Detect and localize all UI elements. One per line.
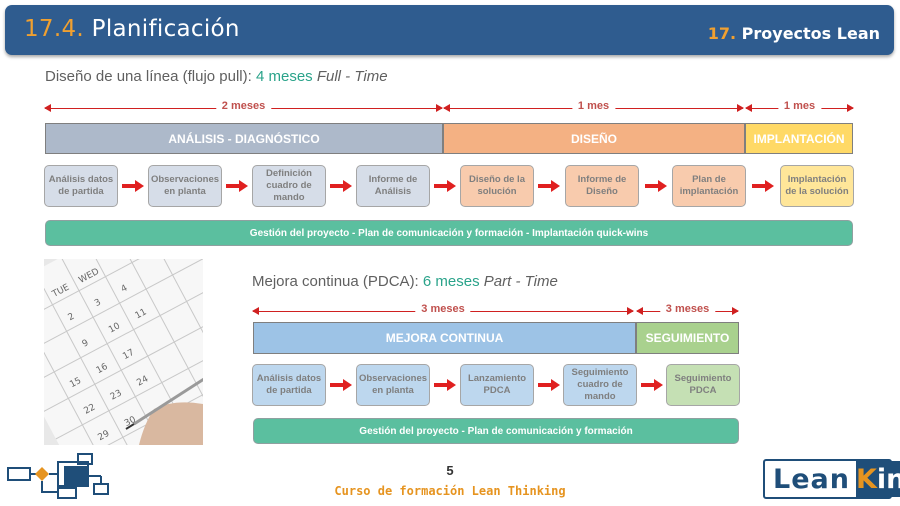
arrow-right-icon xyxy=(645,180,667,192)
section-title: 17.4. Planificación xyxy=(24,16,240,42)
arrow-right-icon xyxy=(538,180,560,192)
span-label: 1 mes xyxy=(571,100,616,112)
step-data-analysis: Análisis datos de partida xyxy=(252,364,326,406)
chapter-title-text: Proyectos Lean xyxy=(741,24,880,43)
phase-continuous-improvement: MEJORA CONTINUA xyxy=(253,322,636,354)
svg-text:24: 24 xyxy=(135,374,150,388)
phase-implementation: IMPLANTACIÓN xyxy=(745,123,853,154)
arrow-right-icon xyxy=(434,379,456,391)
svg-text:17: 17 xyxy=(121,348,136,362)
svg-text:15: 15 xyxy=(68,376,83,390)
arrow-right-icon xyxy=(330,379,352,391)
svg-text:10: 10 xyxy=(107,321,122,335)
step-plant-observations: Observaciones en planta xyxy=(356,364,430,406)
line-design-mode: Full - Time xyxy=(316,68,388,85)
logo-in: in xyxy=(876,463,900,495)
span-improvement: 3 meses xyxy=(252,303,634,316)
arrow-right-icon xyxy=(434,180,456,192)
svg-text:22: 22 xyxy=(82,402,97,416)
step-plant-observations: Observaciones en planta xyxy=(148,165,222,207)
span-label: 1 mes xyxy=(777,100,822,112)
span-analysis: 2 meses xyxy=(44,100,443,113)
phase-followup: SEGUIMIENTO xyxy=(636,322,739,354)
step-implementation-plan: Plan de implantación xyxy=(672,165,746,207)
span-label: 2 meses xyxy=(215,100,272,112)
logo-k: K xyxy=(855,463,877,495)
arrow-right-icon xyxy=(122,180,144,192)
span-label: 3 meses xyxy=(415,303,471,315)
svg-text:23: 23 xyxy=(109,388,124,402)
step-dashboard-definition: Definición cuadro de mando xyxy=(252,165,326,207)
step-analysis-report: Informe de Análisis xyxy=(356,165,430,207)
course-title: Curso de formación Lean Thinking xyxy=(334,484,566,498)
step-dashboard-followup: Seguimiento cuadro de mando xyxy=(563,364,637,406)
logo-lean: Lean xyxy=(773,463,850,495)
arrow-right-icon xyxy=(226,180,248,192)
phase-analysis: ANÁLISIS - DIAGNÓSTICO xyxy=(45,123,443,154)
span-design: 1 mes xyxy=(443,100,744,113)
line-design-subtitle: Diseño de una línea (flujo pull): 4 mese… xyxy=(45,68,388,85)
pdca-duration: 6 meses xyxy=(422,273,480,290)
step-solution-implementation: Implantación de la solución xyxy=(780,165,854,207)
span-followup: 3 meses xyxy=(636,303,739,316)
line-design-duration: 4 meses xyxy=(255,68,313,85)
step-design-report: Informe de Diseño xyxy=(565,165,639,207)
chapter-number: 17. xyxy=(707,24,737,43)
phase-design: DISEÑO xyxy=(443,123,745,154)
svg-text:30: 30 xyxy=(123,415,138,429)
arrow-right-icon xyxy=(641,379,663,391)
header-bar: 17.4. Planificación 17. Proyectos Lean xyxy=(5,5,894,55)
span-label: 3 meses xyxy=(659,303,716,315)
svg-text:29: 29 xyxy=(96,429,111,443)
svg-text:2: 2 xyxy=(67,312,77,324)
svg-text:3: 3 xyxy=(93,298,103,310)
step-solution-design: Diseño de la solución xyxy=(460,165,534,207)
svg-text:11: 11 xyxy=(134,307,149,321)
management-bar-pdca: Gestión del proyecto - Plan de comunicac… xyxy=(253,418,739,444)
svg-text:9: 9 xyxy=(81,338,91,350)
management-bar-line: Gestión del proyecto - Plan de comunicac… xyxy=(45,220,853,246)
step-data-analysis: Análisis datos de partida xyxy=(44,165,118,207)
flow-diagram-icon xyxy=(6,452,110,500)
svg-text:4: 4 xyxy=(120,283,130,295)
arrow-right-icon xyxy=(538,379,560,391)
section-title-text: Planificación xyxy=(91,16,240,42)
svg-text:16: 16 xyxy=(95,362,110,376)
line-design-label: Diseño de una línea (flujo pull): xyxy=(45,68,252,85)
chapter-title: 17. Proyectos Lean xyxy=(708,24,880,43)
pdca-subtitle: Mejora continua (PDCA): 6 meses Part - T… xyxy=(252,273,558,290)
pdca-mode: Part - Time xyxy=(483,273,558,290)
section-number: 17.4. xyxy=(24,16,85,42)
span-implementation: 1 mes xyxy=(745,100,854,113)
step-pdca-followup: Seguimiento PDCA xyxy=(666,364,740,406)
page-number: 5 xyxy=(446,463,454,478)
pdca-label: Mejora continua (PDCA): xyxy=(252,273,419,290)
step-pdca-launch: Lanzamiento PDCA xyxy=(460,364,534,406)
arrow-right-icon xyxy=(330,180,352,192)
arrow-right-icon xyxy=(752,180,774,192)
